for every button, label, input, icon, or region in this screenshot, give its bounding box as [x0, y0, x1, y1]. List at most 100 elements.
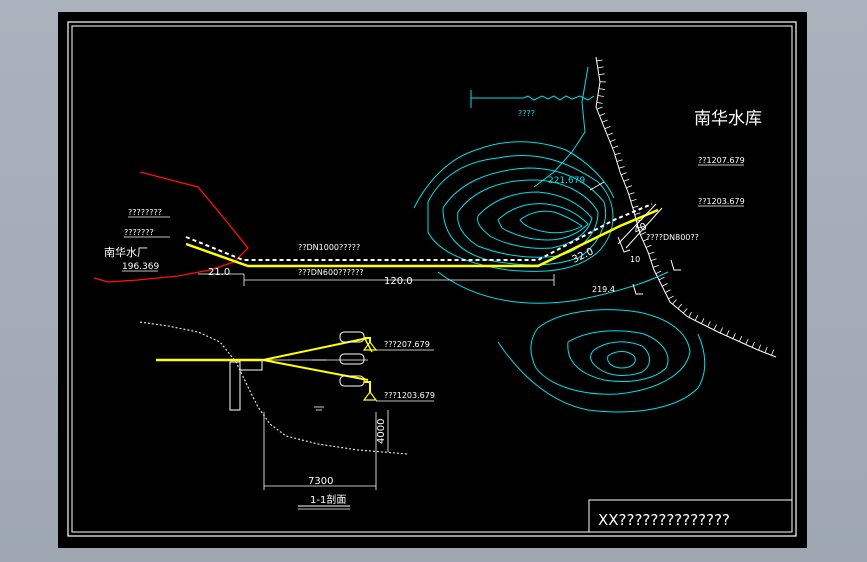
title-block-text: XX??????????????	[598, 511, 730, 529]
bank-hatch-tick	[597, 66, 604, 69]
contour-line	[477, 191, 593, 249]
section-level-low: ???1203.679	[384, 391, 435, 400]
intake-leader-1	[617, 203, 657, 245]
dim-120: 120.0	[384, 276, 413, 287]
bank-hatch-tick	[672, 299, 677, 305]
reservoir-level-low: ??1203.679	[698, 197, 745, 206]
bank-hatch-tick	[614, 152, 621, 156]
bank-hatch-tick	[620, 172, 627, 176]
inner-frame	[71, 25, 793, 533]
small-note: ????	[518, 109, 535, 118]
dim-7300: 7300	[308, 476, 333, 487]
bank-hatch-tick	[598, 88, 605, 90]
bank-hatch-tick	[643, 238, 649, 242]
bank-hatch-tick	[713, 324, 717, 331]
bank-hatch-tick	[632, 205, 639, 209]
bank-hatch-tick	[626, 185, 633, 189]
section-lower-branch	[262, 359, 369, 381]
bank-hatch-tick	[618, 166, 625, 169]
contour-line	[519, 210, 583, 234]
section-ground-profile	[139, 321, 409, 455]
bank-hatch-tick	[683, 308, 688, 314]
bank-hatch-tick	[726, 330, 730, 337]
contour-group-hill-1	[413, 141, 669, 304]
bank-hatch-tick	[628, 192, 635, 195]
contour-line	[457, 179, 599, 258]
bank-hatch-tick	[732, 333, 736, 339]
contour-peak-label: 221.679	[548, 176, 585, 186]
intake-symbol-2	[670, 259, 681, 271]
bank-hatch-tick	[596, 106, 603, 110]
dim-40: 40	[633, 221, 649, 236]
dim-10: 10	[630, 255, 640, 264]
bank-hatch-tick	[623, 178, 630, 182]
pipe-lower-label: ???DN600??????	[298, 268, 364, 277]
bank-hatch-tick	[658, 276, 665, 281]
intake-label: ????DN800??	[646, 233, 699, 242]
bank-hatch-tick	[764, 346, 768, 353]
section-level-high: ???207.679	[384, 340, 430, 349]
contour-group-hill-2	[497, 309, 706, 413]
section-intake-structure	[229, 361, 241, 411]
contour-line	[530, 309, 691, 395]
bank-hatch-tick	[596, 59, 603, 62]
bank-hatch-tick	[668, 295, 674, 300]
contour-line	[607, 351, 636, 369]
drawing-canvas[interactable]: XX?????????????? ????	[58, 12, 807, 548]
upper-level-triangle	[362, 341, 378, 351]
bank-hatch-tick	[719, 327, 723, 334]
bank-hatch-tick	[751, 341, 755, 348]
plant-elevation: 196.369	[122, 262, 159, 272]
intake-leader-2	[625, 207, 663, 249]
shoreline-top	[471, 95, 595, 101]
section-title: 1-1剖面	[310, 493, 346, 506]
intake-symbol-3	[617, 236, 631, 253]
contour-low-label: 219.4	[592, 285, 615, 294]
bank-hatch-tick	[638, 226, 645, 229]
bank-hatch-tick	[630, 198, 637, 202]
intake-symbol-1	[632, 283, 643, 295]
contour-line	[567, 330, 669, 382]
bank-hatch-tick	[612, 145, 619, 149]
reservoir-name: 南华水库	[694, 109, 762, 129]
bank-hatch-tick	[745, 338, 749, 345]
bank-hatch-tick	[609, 139, 616, 143]
bank-hatch-tick	[596, 102, 603, 104]
bank-hatch-tick	[677, 303, 683, 309]
bank-hatching	[596, 59, 775, 356]
bank-hatch-tick	[700, 318, 705, 324]
bank-hatch-tick	[598, 73, 605, 76]
reservoir-level-high: ??1207.679	[698, 156, 745, 165]
pipe-upper-dn1000	[185, 203, 653, 261]
bank-hatch-tick	[601, 119, 608, 123]
bank-hatch-tick	[688, 311, 692, 318]
reservoir-bank	[595, 56, 777, 358]
bank-hatch-tick	[634, 212, 641, 215]
section-upper-branch	[262, 337, 369, 361]
lower-level-triangle	[362, 391, 378, 401]
title-block	[588, 499, 793, 533]
bank-hatch-tick	[652, 264, 659, 268]
drawing-sheet[interactable]: XX?????????????? ????	[58, 12, 807, 548]
pipe-label-a: ???????	[124, 228, 154, 237]
contour-line	[497, 203, 589, 241]
plant-name: 南华水厂	[104, 245, 148, 259]
bank-hatch-tick	[645, 244, 652, 248]
top-left-note: ????????	[128, 208, 162, 217]
bank-hatch-tick	[738, 335, 743, 342]
bank-hatch-tick	[597, 95, 604, 97]
bank-hatch-tick	[604, 126, 611, 130]
bank-hatch-tick	[650, 258, 657, 262]
bank-hatch-tick	[661, 283, 668, 287]
bank-hatch-tick	[694, 314, 699, 321]
contour-line	[413, 141, 615, 209]
section-upper-riser	[364, 337, 371, 342]
bank-hatch-tick	[665, 289, 671, 293]
contour-line	[497, 333, 706, 413]
pipe-lower-dn600	[185, 208, 659, 268]
bank-hatch-tick	[616, 159, 623, 162]
plant-boundary	[93, 171, 249, 283]
bank-hatch-tick	[599, 113, 606, 117]
bank-hatch-tick	[640, 231, 646, 236]
